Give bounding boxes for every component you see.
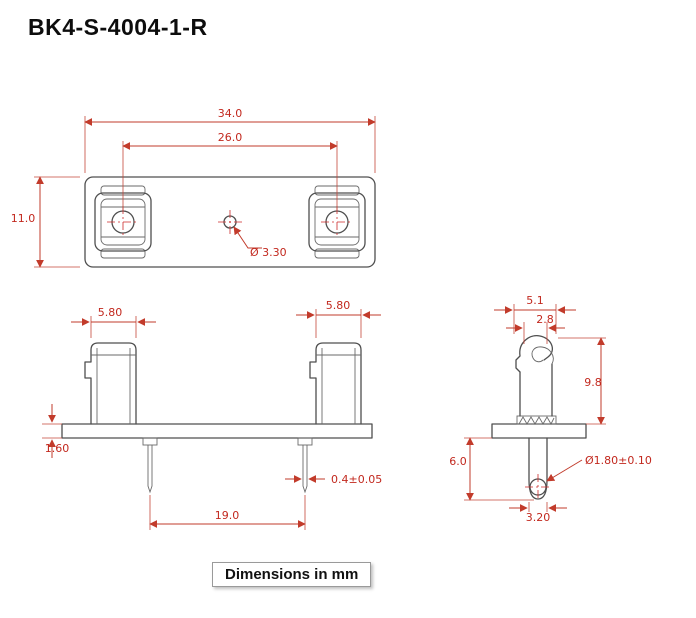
dim-label-34: 34.0 — [218, 107, 243, 120]
dim-label-11: 11.0 — [11, 212, 36, 225]
dim-label-60: 6.0 — [449, 455, 467, 468]
dim-label-320: 3.20 — [526, 511, 551, 524]
dim-pin-length: 6.0 — [449, 437, 534, 501]
side-view-spring-clip — [515, 335, 554, 417]
front-view-right-clip — [309, 342, 362, 425]
dim-label-580-left: 5.80 — [98, 306, 123, 319]
dim-center-hole: Ø 3.30 — [233, 226, 287, 259]
dim-pin-hole: Ø1.80±0.10 — [546, 454, 652, 482]
side-view-pin — [525, 437, 551, 500]
side-view-clip-foot — [516, 415, 557, 425]
dim-base-thickness: 1.60 — [42, 404, 69, 458]
dim-label-28: 2.8 — [536, 313, 554, 326]
dim-pin-width: 3.20 — [509, 502, 567, 524]
front-view-base — [61, 423, 373, 439]
dim-clip-height: 9.8 — [558, 337, 606, 425]
dim-label-98: 9.8 — [584, 376, 602, 389]
dim-label-26: 26.0 — [218, 131, 243, 144]
dim-clip-spacing: 26.0 — [122, 131, 338, 210]
dim-label-04: 0.4±0.05 — [331, 473, 382, 486]
dim-right-clip-width: 5.80 — [296, 299, 381, 338]
dim-label-160: 1.60 — [45, 442, 70, 455]
top-view: 34.0 26.0 11.0 Ø 3.30 — [11, 107, 376, 268]
dim-label-580-right: 5.80 — [326, 299, 351, 312]
dim-overall-height: 11.0 — [11, 176, 80, 268]
dim-clip-inner-width: 2.8 — [506, 313, 565, 344]
front-view-left-pin — [142, 437, 158, 494]
dim-overall-width: 34.0 — [84, 107, 376, 173]
dim-label-hole: Ø 3.30 — [250, 246, 287, 259]
side-view-base — [491, 423, 587, 439]
dim-label-190: 19.0 — [215, 509, 240, 522]
part-number-title: BK4-S-4004-1-R — [28, 14, 208, 40]
front-view: 5.80 5.80 1.60 — [42, 299, 382, 530]
side-view: 5.1 2.8 9.8 6.0 — [449, 294, 652, 524]
dim-pin-spacing: 19.0 — [149, 495, 306, 530]
dim-label-51: 5.1 — [526, 294, 544, 307]
top-view-center-hole — [218, 210, 242, 234]
dim-left-clip-width: 5.80 — [71, 306, 156, 338]
dim-pin-thickness: 0.4±0.05 — [285, 473, 382, 486]
dimensions-note: Dimensions in mm — [212, 562, 372, 587]
top-view-body-outline — [84, 176, 376, 268]
front-view-right-pin — [297, 437, 313, 494]
dim-label-180: Ø1.80±0.10 — [585, 454, 652, 467]
front-view-left-clip — [84, 342, 137, 425]
